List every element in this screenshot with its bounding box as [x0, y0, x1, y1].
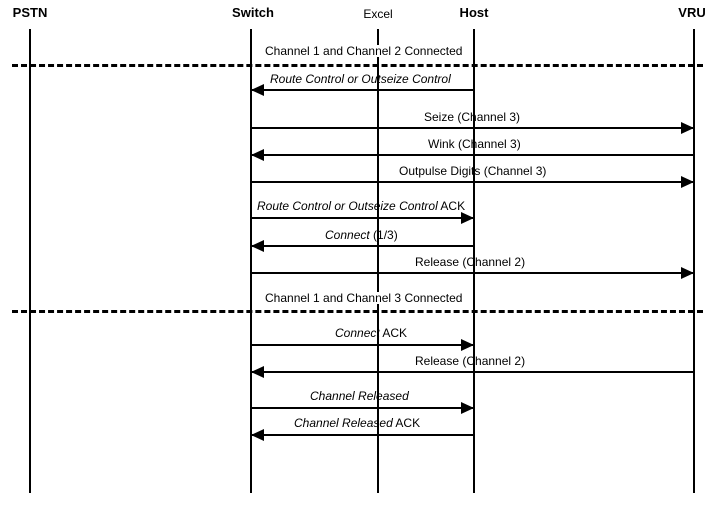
arrowhead-right-outpulse-digits: [681, 176, 694, 188]
message-label-wink-channel-3: Wink (Channel 3): [428, 137, 521, 151]
arrowhead-right-release-channel-2-a: [681, 267, 694, 279]
message-label-release-channel-2-a: Release (Channel 2): [415, 255, 526, 269]
message-label-roman-route-control-ack: ACK: [437, 199, 466, 213]
message-line-seize-channel-3: [251, 127, 694, 129]
message-label-italic-channel-released: Channel Released: [310, 389, 409, 403]
message-label-release-channel-2-b: Release (Channel 2): [415, 354, 526, 368]
state-separator-state-2: [12, 310, 703, 313]
message-label-italic-connect-ack: Connect: [335, 326, 380, 340]
arrowhead-right-route-control-ack: [461, 212, 474, 224]
message-label-connect-ack: Connect ACK: [335, 327, 407, 339]
message-line-release-channel-2-a: [251, 272, 694, 274]
message-line-release-channel-2-b: [251, 371, 694, 373]
actor-label-excel: Excel: [363, 7, 393, 21]
actor-label-host: Host: [459, 5, 489, 20]
message-line-wink-channel-3: [251, 154, 694, 156]
arrowhead-left-connect-1-3: [251, 240, 264, 252]
message-label-connect-1-3: Connect (1/3): [325, 229, 398, 241]
message-label-italic-channel-released-ack: Channel Released: [294, 416, 393, 430]
message-line-connect-ack: [251, 344, 474, 346]
message-line-channel-released: [251, 407, 474, 409]
message-line-channel-released-ack: [251, 434, 474, 436]
message-label-channel-released-ack: Channel Released ACK: [294, 417, 420, 429]
message-label-route-control-ack: Route Control or Outseize Control ACK: [257, 200, 465, 212]
state-label-state-2: Channel 1 and Channel 3 Connected: [262, 292, 466, 304]
message-label-italic-route-control: Route Control or Outseize Control: [270, 72, 451, 86]
lifeline-pstn: [29, 29, 31, 493]
actor-label-switch: Switch: [232, 5, 274, 20]
state-label-state-1: Channel 1 and Channel 2 Connected: [262, 45, 466, 57]
arrowhead-left-wink-channel-3: [251, 149, 264, 161]
actor-label-vru: VRU: [678, 5, 706, 20]
state-separator-state-1: [12, 64, 703, 67]
message-line-connect-1-3: [251, 245, 474, 247]
message-label-route-control: Route Control or Outseize Control: [270, 73, 451, 85]
message-label-outpulse-digits: Outpulse Digits (Channel 3): [399, 164, 547, 178]
message-label-roman-connect-ack: ACK: [379, 326, 408, 340]
message-label-channel-released: Channel Released: [310, 390, 409, 402]
message-label-roman-channel-released-ack: ACK: [392, 416, 421, 430]
lifeline-host: [473, 29, 475, 493]
message-line-route-control: [251, 89, 474, 91]
message-line-route-control-ack: [251, 217, 474, 219]
arrowhead-left-release-channel-2-b: [251, 366, 264, 378]
arrowhead-right-connect-ack: [461, 339, 474, 351]
lifeline-vru: [693, 29, 695, 493]
arrowhead-left-route-control: [251, 84, 264, 96]
lifeline-excel: [377, 29, 379, 493]
arrowhead-right-channel-released: [461, 402, 474, 414]
lifeline-switch: [250, 29, 252, 493]
arrowhead-left-channel-released-ack: [251, 429, 264, 441]
actor-label-pstn: PSTN: [12, 5, 48, 20]
message-label-roman-connect-1-3: (1/3): [369, 228, 398, 242]
message-label-italic-route-control-ack: Route Control or Outseize Control: [257, 199, 438, 213]
message-line-outpulse-digits: [251, 181, 694, 183]
message-label-italic-connect-1-3: Connect: [325, 228, 370, 242]
arrowhead-right-seize-channel-3: [681, 122, 694, 134]
message-label-seize-channel-3: Seize (Channel 3): [424, 110, 521, 124]
